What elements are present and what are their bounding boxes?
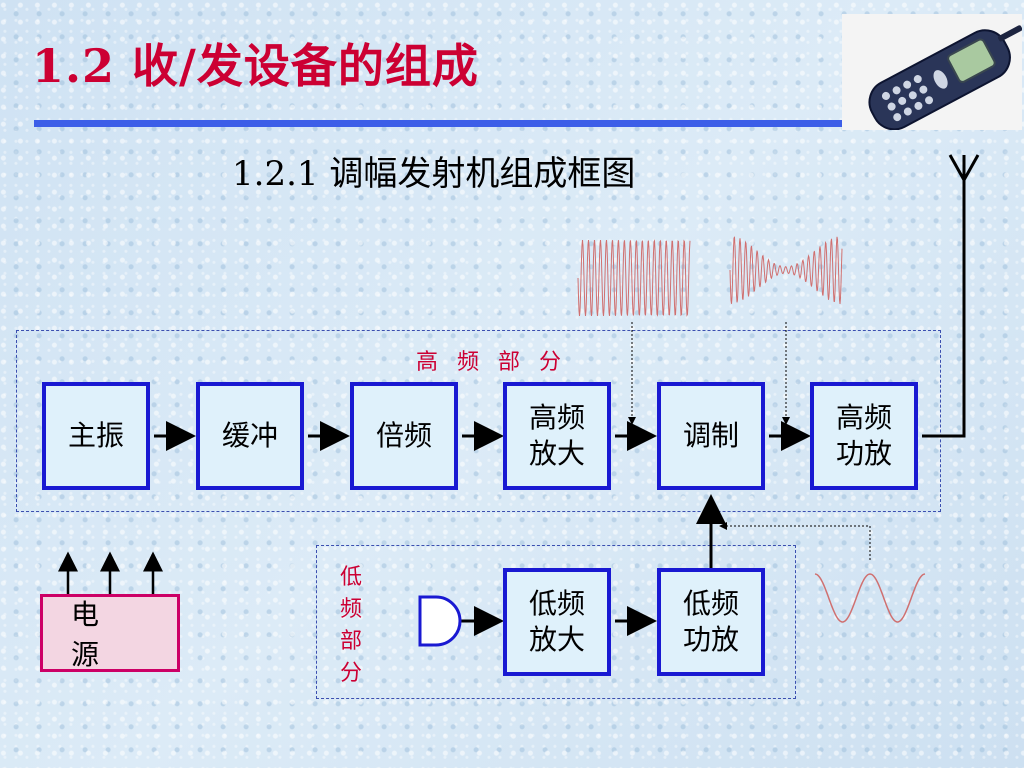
block-label: 高频 放大 bbox=[528, 401, 585, 470]
block-label: 缓冲 bbox=[221, 419, 278, 452]
high-frequency-label: 高 频 部 分 bbox=[416, 350, 567, 375]
low-frequency-section bbox=[316, 545, 796, 699]
block-label: 调制 bbox=[682, 419, 739, 452]
audio-waveform bbox=[814, 573, 926, 623]
title-underline bbox=[34, 120, 844, 127]
low-frequency-label: 低 频 部 分 bbox=[339, 565, 362, 686]
buffer-block: 缓冲 bbox=[196, 382, 304, 490]
block-label: 低频 功放 bbox=[682, 587, 739, 656]
frequency-multiplier-block: 倍频 bbox=[350, 382, 458, 490]
block-label: 高频 功放 bbox=[835, 401, 892, 470]
diagram-subtitle: 1.2.1 调幅发射机组成框图 bbox=[232, 154, 636, 194]
block-label: 主振 bbox=[67, 419, 124, 452]
mobile-phone-icon bbox=[842, 14, 1022, 130]
block-label: 倍频 bbox=[375, 419, 432, 452]
carrier-waveform bbox=[577, 239, 691, 317]
page-title: 1.2 收/发设备的组成 bbox=[32, 39, 479, 93]
main-oscillator-block: 主振 bbox=[42, 382, 150, 490]
hf-power-amplifier-block: 高频 功放 bbox=[810, 382, 918, 490]
am-waveform bbox=[729, 236, 843, 304]
lf-power-amplifier-block: 低频 功放 bbox=[657, 568, 765, 676]
antenna-icon bbox=[948, 154, 980, 181]
hf-amplifier-block: 高频 放大 bbox=[503, 382, 611, 490]
modulator-block: 调制 bbox=[657, 382, 765, 490]
lf-amplifier-block: 低频 放大 bbox=[503, 568, 611, 676]
block-label: 低频 放大 bbox=[528, 587, 585, 656]
power-supply-block: 电源 bbox=[40, 594, 180, 672]
